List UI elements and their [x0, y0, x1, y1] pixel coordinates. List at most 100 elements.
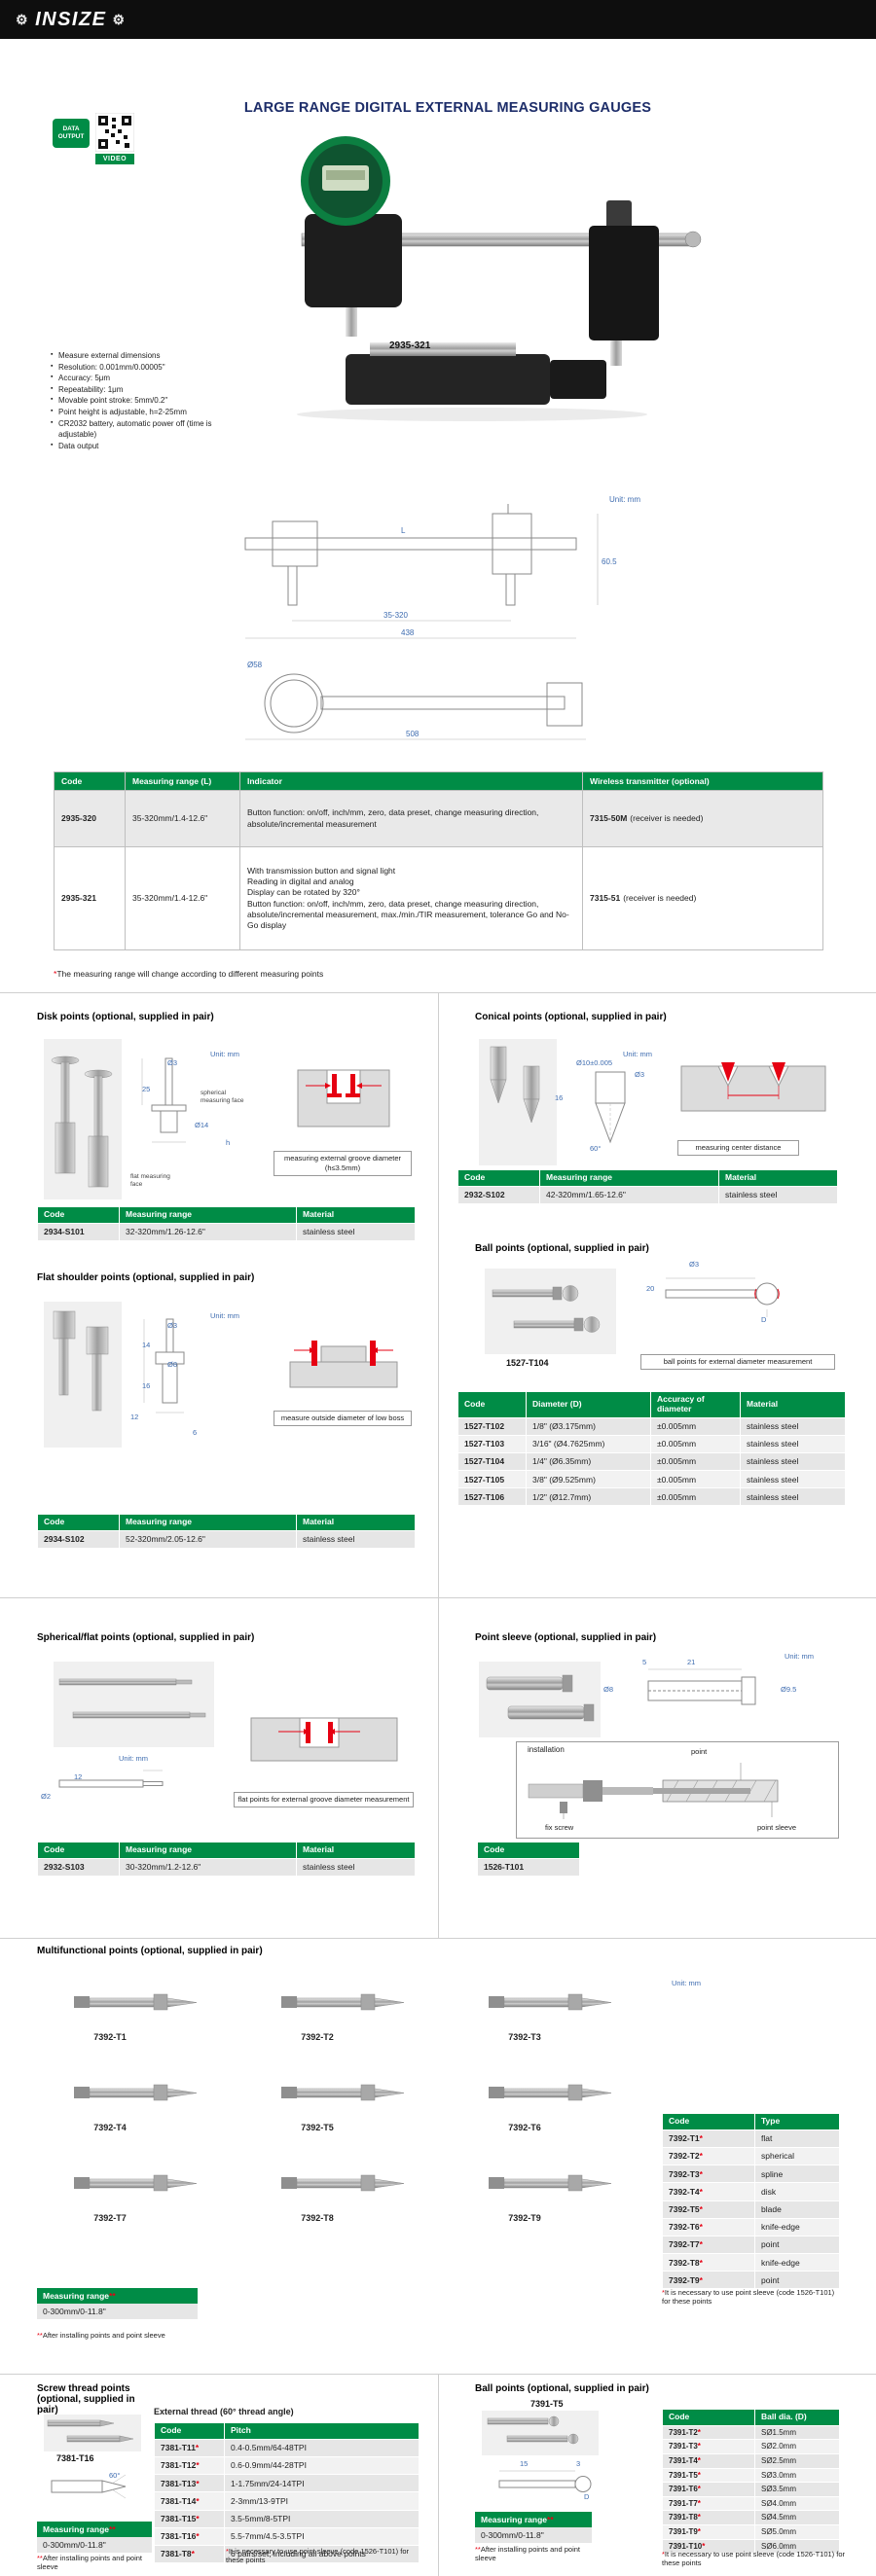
measuring-range-box: Measuring range** 0-300mm/0-11.8" [37, 2288, 198, 2319]
table-header-row: Code Measuring range (L) Indicator Wirel… [54, 771, 823, 791]
col-header-range: Measuring range [539, 1169, 719, 1187]
dim-label: 60.5 [602, 557, 617, 566]
table-row: 2934-S102 52-320mm/2.05-12.6" stainless … [37, 1529, 416, 1549]
flat-shoulder-usage-diagram [289, 1341, 398, 1388]
cell-type: point [754, 2235, 840, 2255]
cell-material: stainless steel [740, 1487, 846, 1507]
col-header-code: Code [457, 1391, 527, 1418]
cell-ball-dia: SØ3.5mm [754, 2482, 840, 2497]
usage-caption: flat points for external groove diameter… [234, 1792, 414, 1807]
table-row: 7381-T11* 0.4-0.5mm/64-48TPI [154, 2438, 420, 2457]
dim-label: Ø3 [167, 1321, 178, 1330]
dim-label: Ø3 [635, 1070, 645, 1079]
point-sleeve-table: Code 1526-T101 [477, 1842, 580, 1877]
divider [438, 992, 439, 1597]
dim-label: h [226, 1138, 231, 1147]
dim-label: L [401, 526, 406, 535]
point-model-label: 7392-T3 [508, 2032, 541, 2042]
cell-material: stainless steel [296, 1529, 416, 1549]
feature-item: Resolution: 0.001mm/0.00005" [51, 362, 240, 374]
cell-material: stainless steel [740, 1416, 846, 1436]
point-model-label: 7392-T1 [93, 2032, 127, 2042]
cell-code: 7381-T15* [154, 2509, 225, 2528]
cell-ball-dia: SØ4.5mm [754, 2510, 840, 2525]
point-illustration [280, 2174, 404, 2192]
spherical-flat-usage-diagram [250, 1717, 398, 1762]
table-row: 7391-T5* SØ3.0mm [662, 2467, 840, 2484]
section-title-screw-thread-points: Screw thread points (optional, supplied … [37, 2383, 135, 2415]
cell-ball-dia: SØ4.0mm [754, 2495, 840, 2512]
table-row: 1527-T102 1/8" (Ø3.175mm) ±0.005mm stain… [457, 1416, 846, 1436]
product-model-label: 2935-321 [389, 340, 431, 351]
dim-label: Ø3 [689, 1260, 700, 1269]
cell-type: point [754, 2271, 840, 2290]
disk-points-sketch [141, 1057, 187, 1143]
cell-code: 7391-T3* [662, 2439, 755, 2454]
point-model-label: 7392-T4 [93, 2123, 127, 2132]
installation-diagram-box [516, 1741, 839, 1839]
cell-material: stainless steel [296, 1222, 416, 1241]
cell-material: stainless steel [740, 1434, 846, 1453]
gear-icon: ⚙ [16, 11, 30, 27]
col-header-ball-dia: Ball dia. (D) [754, 2409, 840, 2426]
cell-code: 1527-T104 [457, 1451, 527, 1472]
dim-label: D [761, 1315, 767, 1324]
table-row: 7392-T8* knife-edge [662, 2253, 840, 2272]
cell-code: 7391-T9* [662, 2523, 755, 2540]
multifunctional-point-item: 7392-T4 [37, 2065, 244, 2132]
cell-pitch: 3.5-5mm/8-5TPI [224, 2509, 420, 2528]
col-header-code: Code [477, 1842, 580, 1859]
cell-pitch: 5.5-7mm/4.5-3.5TPI [224, 2526, 420, 2546]
feature-item: Measure external dimensions [51, 350, 240, 362]
cell-code: 1526-T101 [477, 1857, 580, 1877]
after-note: **After installing points and point slee… [37, 2554, 142, 2572]
col-header-code: Code [662, 2409, 755, 2426]
table-header-row: Code Pitch [154, 2422, 420, 2440]
dim-label: Ø10±0.005 [576, 1058, 613, 1067]
cell-range: 52-320mm/2.05-12.6" [119, 1529, 297, 1549]
table-row: 1527-T104 1/4" (Ø6.35mm) ±0.005mm stainl… [457, 1451, 846, 1472]
annotation-label: flat measuring face [130, 1173, 170, 1188]
sleeve-note: *It is necessary to use point sleeve (co… [662, 2550, 846, 2568]
unit-label: Unit: mm [609, 495, 640, 504]
col-header-code: Code [37, 1514, 120, 1531]
cell-accuracy: ±0.005mm [650, 1487, 741, 1507]
sleeve-note: *It is necessary to use point sleeve (co… [226, 2547, 410, 2565]
cell-code: 1527-T106 [457, 1487, 527, 1507]
table-row: 7392-T5* blade [662, 2200, 840, 2219]
video-badge: VIDEO [95, 154, 134, 164]
table-row: 2934-S101 32-320mm/1.26-12.6" stainless … [37, 1222, 416, 1241]
table-row: 7391-T3* SØ2.0mm [662, 2439, 840, 2454]
table-row: 7391-T9* SØ5.0mm [662, 2523, 840, 2540]
cell-code: 7392-T3* [662, 2165, 755, 2184]
multifunctional-point-item: 7392-T2 [244, 1975, 452, 2042]
point-illustration [280, 1993, 404, 2011]
point-illustration [73, 2174, 197, 2192]
cell-indicator: Button function: on/off, inch/mm, zero, … [239, 790, 583, 847]
dim-label: 12 [74, 1772, 83, 1781]
cell-range: 42-320mm/1.65-12.6" [539, 1185, 719, 1204]
after-note: **After installing points and point slee… [37, 2331, 165, 2340]
col-header-code: Code [37, 1206, 120, 1224]
col-header-range: Measuring range [119, 1514, 297, 1531]
installation-diagram [528, 1763, 779, 1819]
point-model-label: 7392-T2 [301, 2032, 334, 2042]
multifunctional-point-item: 7392-T5 [244, 2065, 452, 2132]
table-row: 2932-S102 42-320mm/1.65-12.6" stainless … [457, 1185, 838, 1204]
cell-ball-dia: SØ6.0mm [754, 2538, 840, 2555]
multifunctional-points-table: Code Type 7392-T1* flat 7392-T2* spheric… [662, 2113, 840, 2290]
dim-label: Ø8 [167, 1360, 178, 1369]
table-header-row: Code Measuring range Material [457, 1169, 838, 1187]
cell-accuracy: ±0.005mm [650, 1470, 741, 1489]
col-header-transmitter: Wireless transmitter (optional) [582, 771, 823, 791]
cell-material: stainless steel [718, 1185, 838, 1204]
cell-code: 2932-S102 [457, 1185, 540, 1204]
col-header-material: Material [296, 1842, 416, 1859]
col-header-code: Code [37, 1842, 120, 1859]
conical-points-photo [479, 1039, 557, 1165]
point-illustration [488, 2174, 611, 2192]
disk-points-table: Code Measuring range Material 2934-S101 … [37, 1206, 416, 1241]
point-model-label: 7392-T8 [301, 2213, 334, 2223]
cell-type: knife-edge [754, 2253, 840, 2272]
col-header-range: Measuring range (L) [125, 771, 240, 791]
